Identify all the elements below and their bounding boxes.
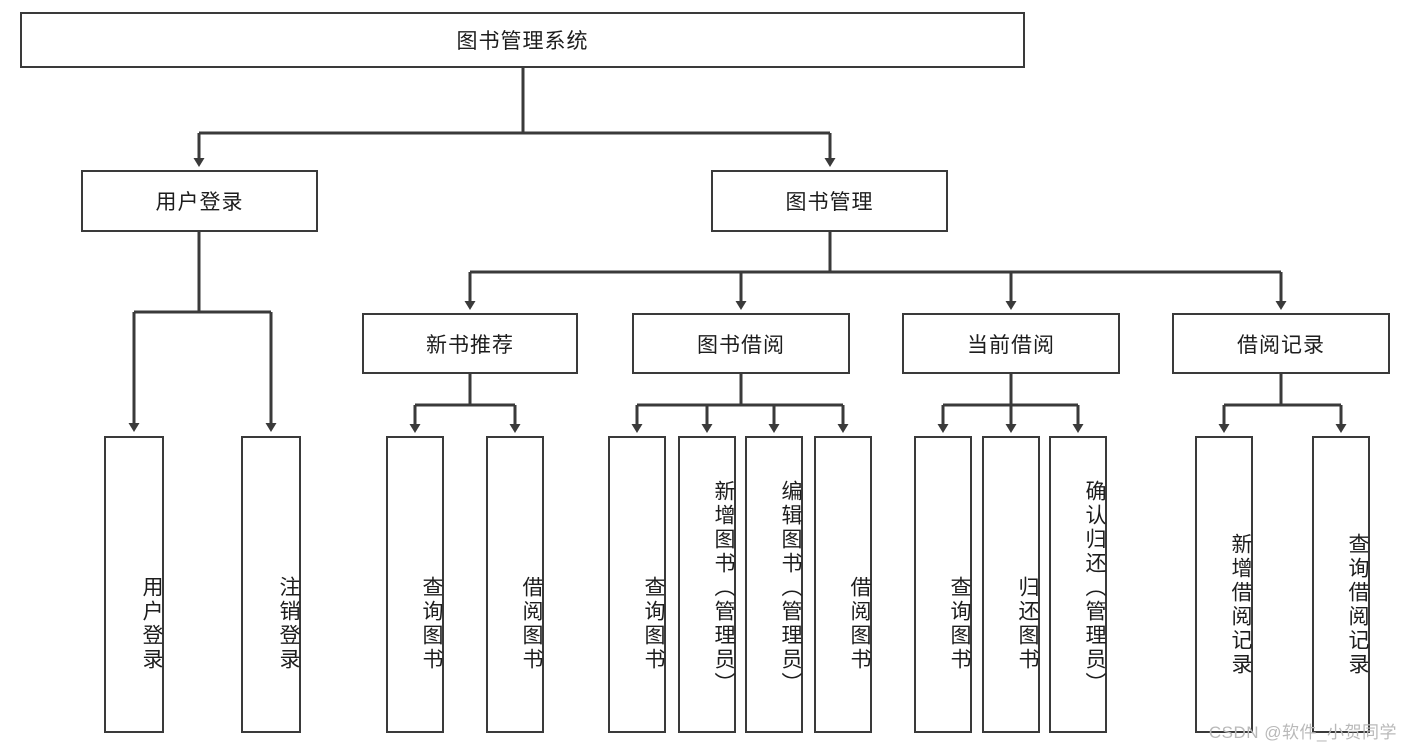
leaf-borrow-book[interactable]: 借阅图书: [814, 436, 872, 733]
node-new-book-recommend[interactable]: 新书推荐: [362, 313, 578, 374]
leaf-return-book[interactable]: 归还图书: [982, 436, 1040, 733]
node-book-borrow[interactable]: 图书借阅: [632, 313, 850, 374]
node-root[interactable]: 图书管理系统: [20, 12, 1025, 68]
node-borrow-record[interactable]: 借阅记录: [1172, 313, 1390, 374]
leaf-add-borrow-record[interactable]: 新增借阅记录: [1195, 436, 1253, 733]
node-current-borrow[interactable]: 当前借阅: [902, 313, 1120, 374]
leaf-query-book-current[interactable]: 查询图书: [914, 436, 972, 733]
node-book-manage[interactable]: 图书管理: [711, 170, 948, 232]
leaf-query-book-recommend[interactable]: 查询图书: [386, 436, 444, 733]
leaf-logout[interactable]: 注销登录: [241, 436, 301, 733]
leaf-confirm-return-admin[interactable]: 确认归还（管理员）: [1049, 436, 1107, 733]
leaf-user-login[interactable]: 用户登录: [104, 436, 164, 733]
leaf-add-book-admin[interactable]: 新增图书（管理员）: [678, 436, 736, 733]
leaf-query-book-borrow[interactable]: 查询图书: [608, 436, 666, 733]
leaf-edit-book-admin[interactable]: 编辑图书（管理员）: [745, 436, 803, 733]
watermark: CSDN @软件_小贺同学: [1208, 723, 1397, 742]
leaf-query-borrow-record[interactable]: 查询借阅记录: [1312, 436, 1370, 733]
node-user-login[interactable]: 用户登录: [81, 170, 318, 232]
leaf-borrow-book-recommend[interactable]: 借阅图书: [486, 436, 544, 733]
